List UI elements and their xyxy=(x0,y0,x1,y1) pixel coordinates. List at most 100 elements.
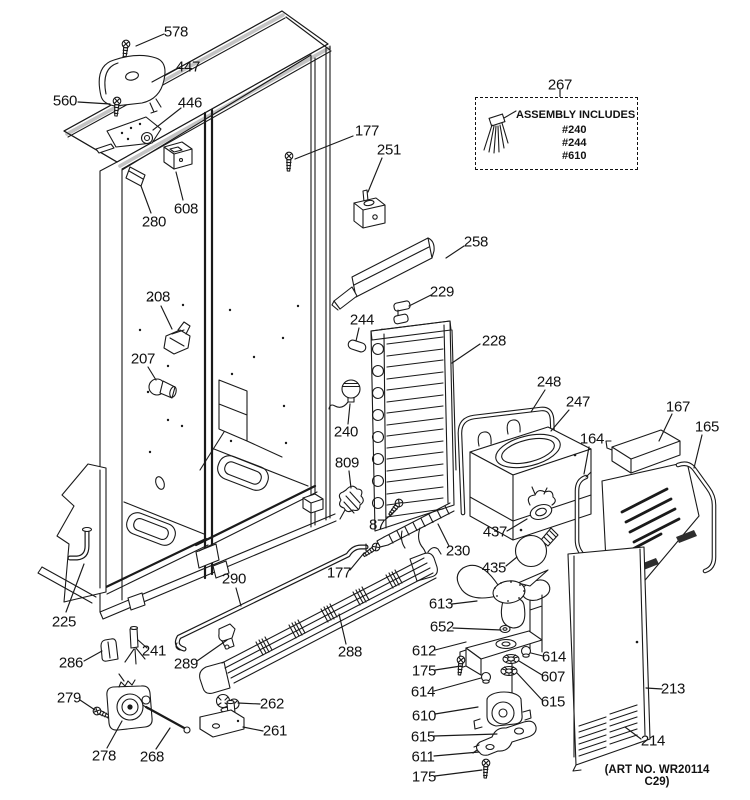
washer-607 xyxy=(502,653,520,665)
screw-175-lower xyxy=(480,758,491,779)
callout-247: 247 xyxy=(565,393,591,411)
rear-panel-213 xyxy=(567,546,651,772)
fan-shroud-247 xyxy=(469,419,592,541)
assembly-item-244: #244 xyxy=(562,137,587,149)
callout-809: 809 xyxy=(334,454,360,472)
callout-615-right: 615 xyxy=(540,693,566,711)
cap-280 xyxy=(125,166,146,187)
assembly-includes-title: ASSEMBLY INCLUDES xyxy=(516,109,636,121)
callout-165: 165 xyxy=(694,418,720,436)
art-number: (ART NO. WR20114 C29) xyxy=(604,764,710,788)
callout-268: 268 xyxy=(139,748,165,766)
callout-435: 435 xyxy=(481,559,507,577)
callout-280: 280 xyxy=(141,213,167,231)
callout-578: 578 xyxy=(163,23,189,41)
fan-blade-613 xyxy=(456,564,551,629)
rod-268 xyxy=(142,704,191,734)
callout-258: 258 xyxy=(463,233,489,251)
pump-278 xyxy=(106,673,153,731)
callout-213: 213 xyxy=(660,680,686,698)
duct-box-167 xyxy=(605,429,681,474)
callout-286: 286 xyxy=(58,654,84,672)
tube-244 xyxy=(347,339,367,353)
callout-167: 167 xyxy=(665,398,691,416)
bracket-289 xyxy=(218,623,236,650)
bracket-261 xyxy=(199,699,245,738)
callout-288: 288 xyxy=(337,643,363,661)
latch-208 xyxy=(163,321,191,355)
pin-241 xyxy=(124,625,146,665)
wire-harness-icon xyxy=(483,110,517,154)
callout-608: 608 xyxy=(173,200,199,218)
fan-motor-610 xyxy=(473,691,532,730)
callout-177-lower: 177 xyxy=(326,564,352,582)
right-panels xyxy=(567,429,717,772)
callout-267: 267 xyxy=(547,76,573,94)
callout-262: 262 xyxy=(259,695,285,713)
callout-225: 225 xyxy=(51,613,77,631)
callout-164: 164 xyxy=(579,430,605,448)
callout-614-left: 614 xyxy=(410,683,436,701)
callout-228: 228 xyxy=(481,332,507,350)
callout-214: 214 xyxy=(640,732,666,750)
condensate-parts xyxy=(91,673,245,738)
callout-175-lower: 175 xyxy=(411,768,437,786)
washer-615-upper xyxy=(500,665,518,677)
callout-278: 278 xyxy=(91,747,117,765)
callout-229: 229 xyxy=(429,283,455,301)
callout-611: 611 xyxy=(411,748,435,766)
callout-560: 560 xyxy=(52,92,78,110)
callout-279: 279 xyxy=(56,689,82,707)
switch-608 xyxy=(163,141,193,170)
evaporator-228 xyxy=(370,320,457,564)
callout-447: 447 xyxy=(175,58,201,76)
grommet-652 xyxy=(499,624,511,634)
deflector-258 xyxy=(331,237,435,311)
callout-437: 437 xyxy=(482,523,508,541)
grommet-614-left xyxy=(480,671,492,684)
lamp-socket-437 xyxy=(527,486,556,521)
top-hinge-parts xyxy=(95,39,386,399)
hinge-cover-447 xyxy=(98,54,166,107)
callout-230: 230 xyxy=(445,542,471,560)
callout-607: 607 xyxy=(540,668,566,686)
callout-87: 87 xyxy=(368,516,386,534)
back-wall-holes xyxy=(138,298,300,454)
callout-289: 289 xyxy=(173,655,199,673)
evaporator-area xyxy=(328,237,457,564)
callout-261: 261 xyxy=(262,722,288,740)
assembly-includes-box: ASSEMBLY INCLUDES #240 #244 #610 xyxy=(475,97,638,170)
side-panel-and-drain-tube xyxy=(37,463,107,604)
clip-229 xyxy=(393,300,411,325)
lower-bar-parts xyxy=(100,541,442,694)
fan-shroud-area xyxy=(457,406,592,568)
assembly-item-610: #610 xyxy=(562,150,587,162)
leader-lines xyxy=(65,33,703,777)
sensor-809 xyxy=(338,485,364,520)
bracket-611 xyxy=(472,720,537,756)
callout-175-upper: 175 xyxy=(411,662,437,680)
assembly-item-240: #240 xyxy=(562,124,587,136)
callout-241: 241 xyxy=(141,642,167,660)
callout-290: 290 xyxy=(221,570,247,588)
fan-motor-assembly xyxy=(455,564,551,779)
callout-207: 207 xyxy=(130,350,156,368)
thermostat-240 xyxy=(328,379,361,410)
callout-251: 251 xyxy=(376,141,402,159)
callout-244: 244 xyxy=(349,311,375,329)
callout-615-left: 615 xyxy=(410,728,436,746)
callout-610: 610 xyxy=(411,707,437,725)
callout-612: 612 xyxy=(411,642,437,660)
callout-177-top: 177 xyxy=(354,122,380,140)
screw-177-lower xyxy=(360,541,382,560)
callout-248: 248 xyxy=(536,373,562,391)
callout-614-right: 614 xyxy=(541,648,567,666)
callout-613: 613 xyxy=(428,595,454,613)
screw-177-top xyxy=(284,151,294,172)
grille-288 xyxy=(199,547,442,694)
light-bulb-435 xyxy=(514,527,559,568)
block-251 xyxy=(353,189,386,229)
clip-286 xyxy=(100,638,119,662)
